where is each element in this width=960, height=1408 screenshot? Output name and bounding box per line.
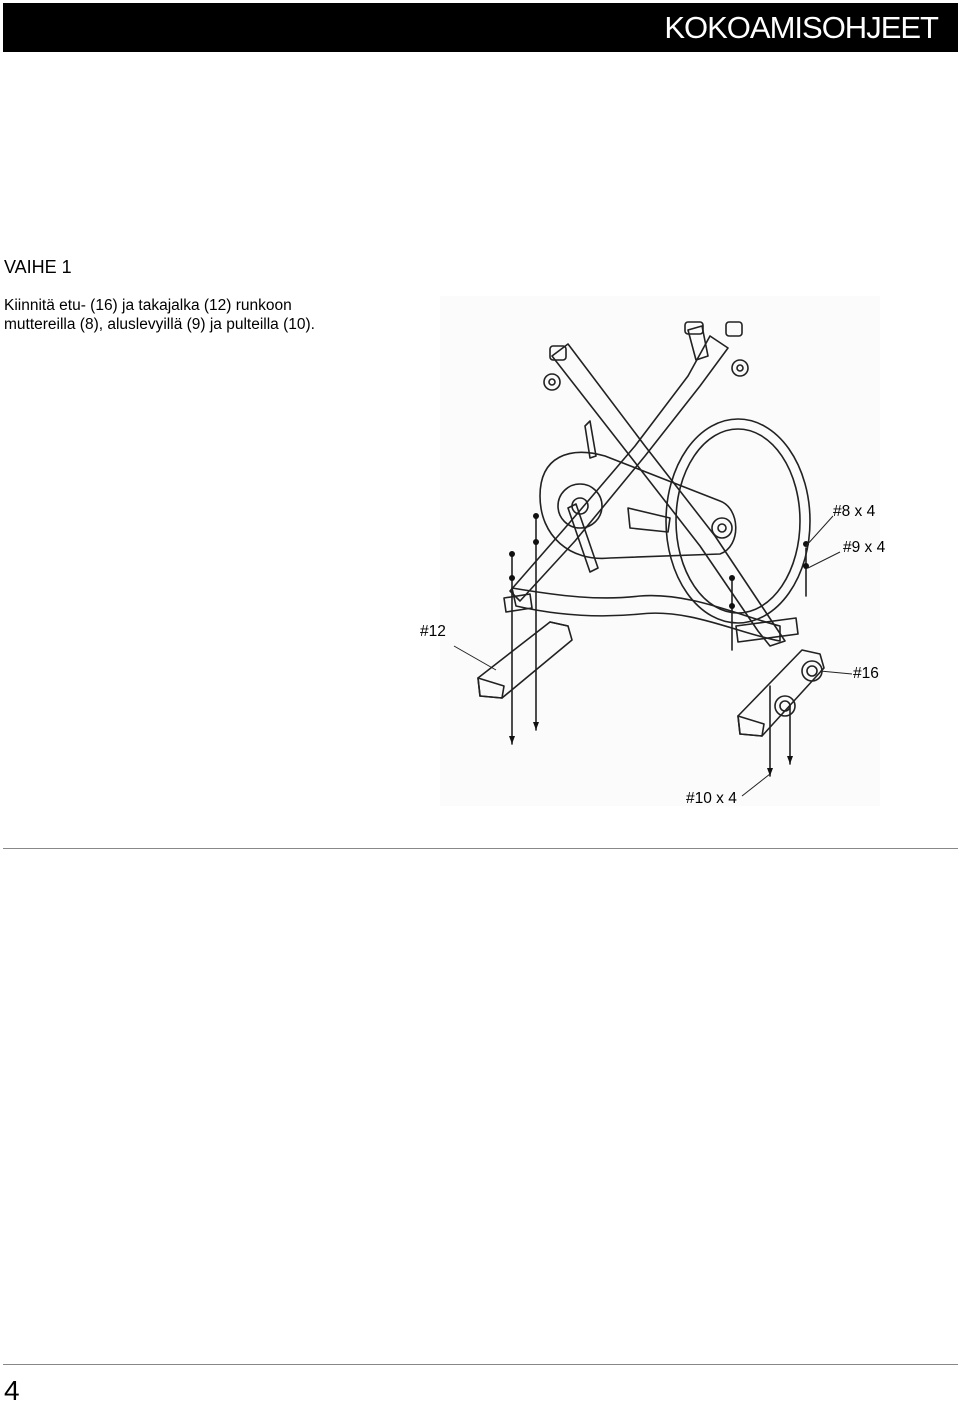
page-header-title: KOKOAMISOHJEET xyxy=(664,10,939,45)
callout-front-leg: #16 xyxy=(853,665,879,682)
callout-nut: #8 x 4 xyxy=(833,503,876,520)
footer-divider xyxy=(3,1364,958,1365)
header-bar: KOKOAMISOHJEET xyxy=(3,3,958,52)
callout-rear-leg: #12 xyxy=(420,623,446,640)
section-divider xyxy=(3,848,958,849)
page-number: 4 xyxy=(4,1375,20,1406)
step-instruction-line: Kiinnitä etu- (16) ja takajalka (12) run… xyxy=(4,297,292,314)
callout-washer: #9 x 4 xyxy=(843,539,886,556)
step-title: VAIHE 1 xyxy=(4,257,72,277)
step-instructions: Kiinnitä etu- (16) ja takajalka (12) run… xyxy=(4,296,424,334)
step-instruction-line: muttereilla (8), aluslevyillä (9) ja pul… xyxy=(4,316,315,333)
callout-bolt: #10 x 4 xyxy=(686,790,737,807)
assembly-diagram xyxy=(440,296,880,806)
